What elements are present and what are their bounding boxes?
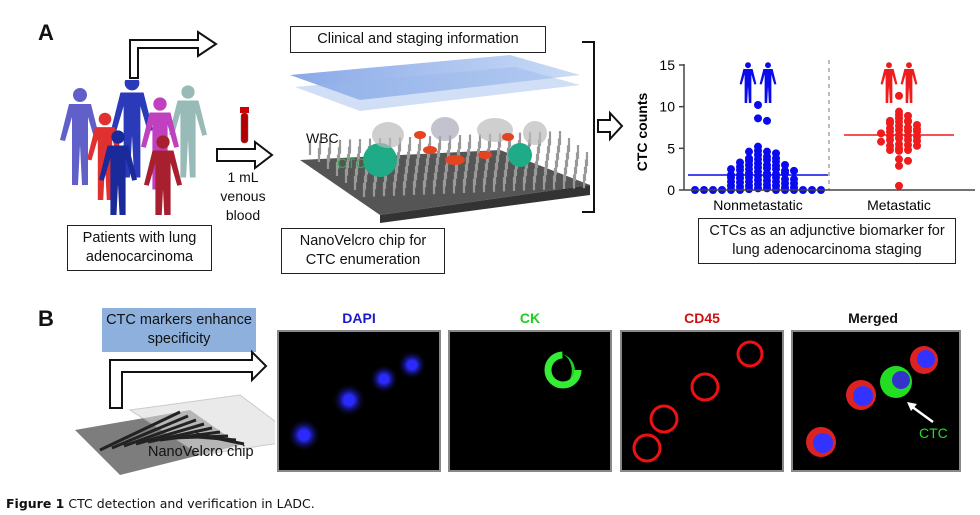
person-icon	[880, 62, 898, 103]
blood-label: 1 mL venous blood	[220, 169, 266, 223]
data-point	[895, 91, 903, 100]
data-point	[781, 161, 789, 169]
data-point	[763, 184, 771, 193]
data-point	[886, 146, 894, 154]
figure-caption: Figure 1 CTC detection and verification …	[6, 496, 315, 511]
data-point	[895, 155, 903, 164]
data-point	[904, 146, 912, 154]
data-point	[763, 116, 771, 125]
person-icon	[900, 62, 918, 103]
people-icon	[880, 62, 918, 103]
person-icon	[111, 80, 153, 178]
data-point	[781, 169, 789, 178]
data-point	[886, 136, 894, 144]
nanovelcro-chip-label: NanoVelcro chip	[148, 444, 254, 460]
channel-title-merged: Merged	[848, 310, 898, 326]
person-icon	[739, 62, 757, 103]
y-tick-label: 5	[667, 140, 675, 156]
chip-photo-illustration	[75, 350, 275, 475]
data-point	[904, 156, 912, 165]
bracket-arrow-icon	[582, 41, 624, 213]
data-point	[754, 184, 762, 193]
panel-a-label: A	[38, 20, 54, 45]
caption-prefix: Figure 1	[6, 496, 65, 511]
person-icon	[60, 88, 100, 185]
data-point	[895, 181, 903, 190]
y-axis-label: CTC counts	[634, 93, 650, 172]
ctc-arrow-label: CTC	[919, 425, 948, 441]
x-tick-label: Nonmetastatic	[713, 197, 802, 213]
data-point	[754, 101, 762, 109]
blood-tube-icon	[240, 107, 249, 144]
data-point	[895, 161, 903, 170]
data-point	[877, 137, 885, 146]
channel-title-dapi: DAPI	[342, 310, 376, 326]
channel-title-cd45: CD45	[684, 310, 720, 326]
clinical-box: Clinical and staging information	[290, 26, 546, 53]
ctc-count-chart: CTC counts 0 5 10 15 Nonmetastatic Metastat…	[634, 57, 975, 213]
data-point	[745, 147, 753, 156]
arrow-to-clinical-icon	[129, 30, 218, 79]
patients-box: Patients with lung adenocarcinoma	[67, 225, 212, 271]
data-point	[895, 146, 903, 155]
channel-title-ck: CK	[519, 310, 541, 326]
data-point	[895, 134, 903, 143]
nanovelcro-chip-illustration	[290, 55, 590, 223]
dapi-image	[277, 330, 441, 472]
wbc-label: WBC	[306, 130, 339, 146]
panel-b-label: B	[38, 306, 54, 331]
y-tick-label: 15	[659, 57, 675, 73]
data-point	[790, 166, 798, 175]
data-point	[790, 175, 798, 184]
people-icon	[739, 62, 777, 103]
data-point	[904, 117, 912, 126]
x-tick-label: Metastatic	[867, 197, 931, 213]
patients-illustration	[60, 80, 207, 215]
person-icon	[759, 62, 777, 103]
person-icon	[143, 135, 183, 215]
ctc-label: CTC	[337, 155, 366, 171]
y-tick-label: 0	[667, 182, 675, 198]
data-point	[877, 129, 885, 138]
y-tick-label: 10	[659, 99, 675, 115]
person-icon	[98, 130, 138, 215]
cd45-image	[620, 330, 784, 472]
caption-text: CTC detection and verification in LADC.	[68, 496, 315, 511]
data-point	[913, 141, 921, 150]
biomarker-box: CTCs as an adjunctive biomarker for lung…	[698, 218, 956, 264]
chip-box: NanoVelcro chip for CTC enumeration	[281, 228, 445, 274]
markers-box: CTC markers enhance specificity	[102, 308, 256, 352]
data-point	[727, 165, 735, 174]
data-point	[745, 185, 753, 194]
arrow-to-chip-icon	[216, 140, 274, 170]
ck-image	[448, 330, 612, 472]
person-icon	[169, 85, 207, 178]
merged-image: CTC	[791, 330, 961, 472]
data-point	[754, 114, 762, 123]
